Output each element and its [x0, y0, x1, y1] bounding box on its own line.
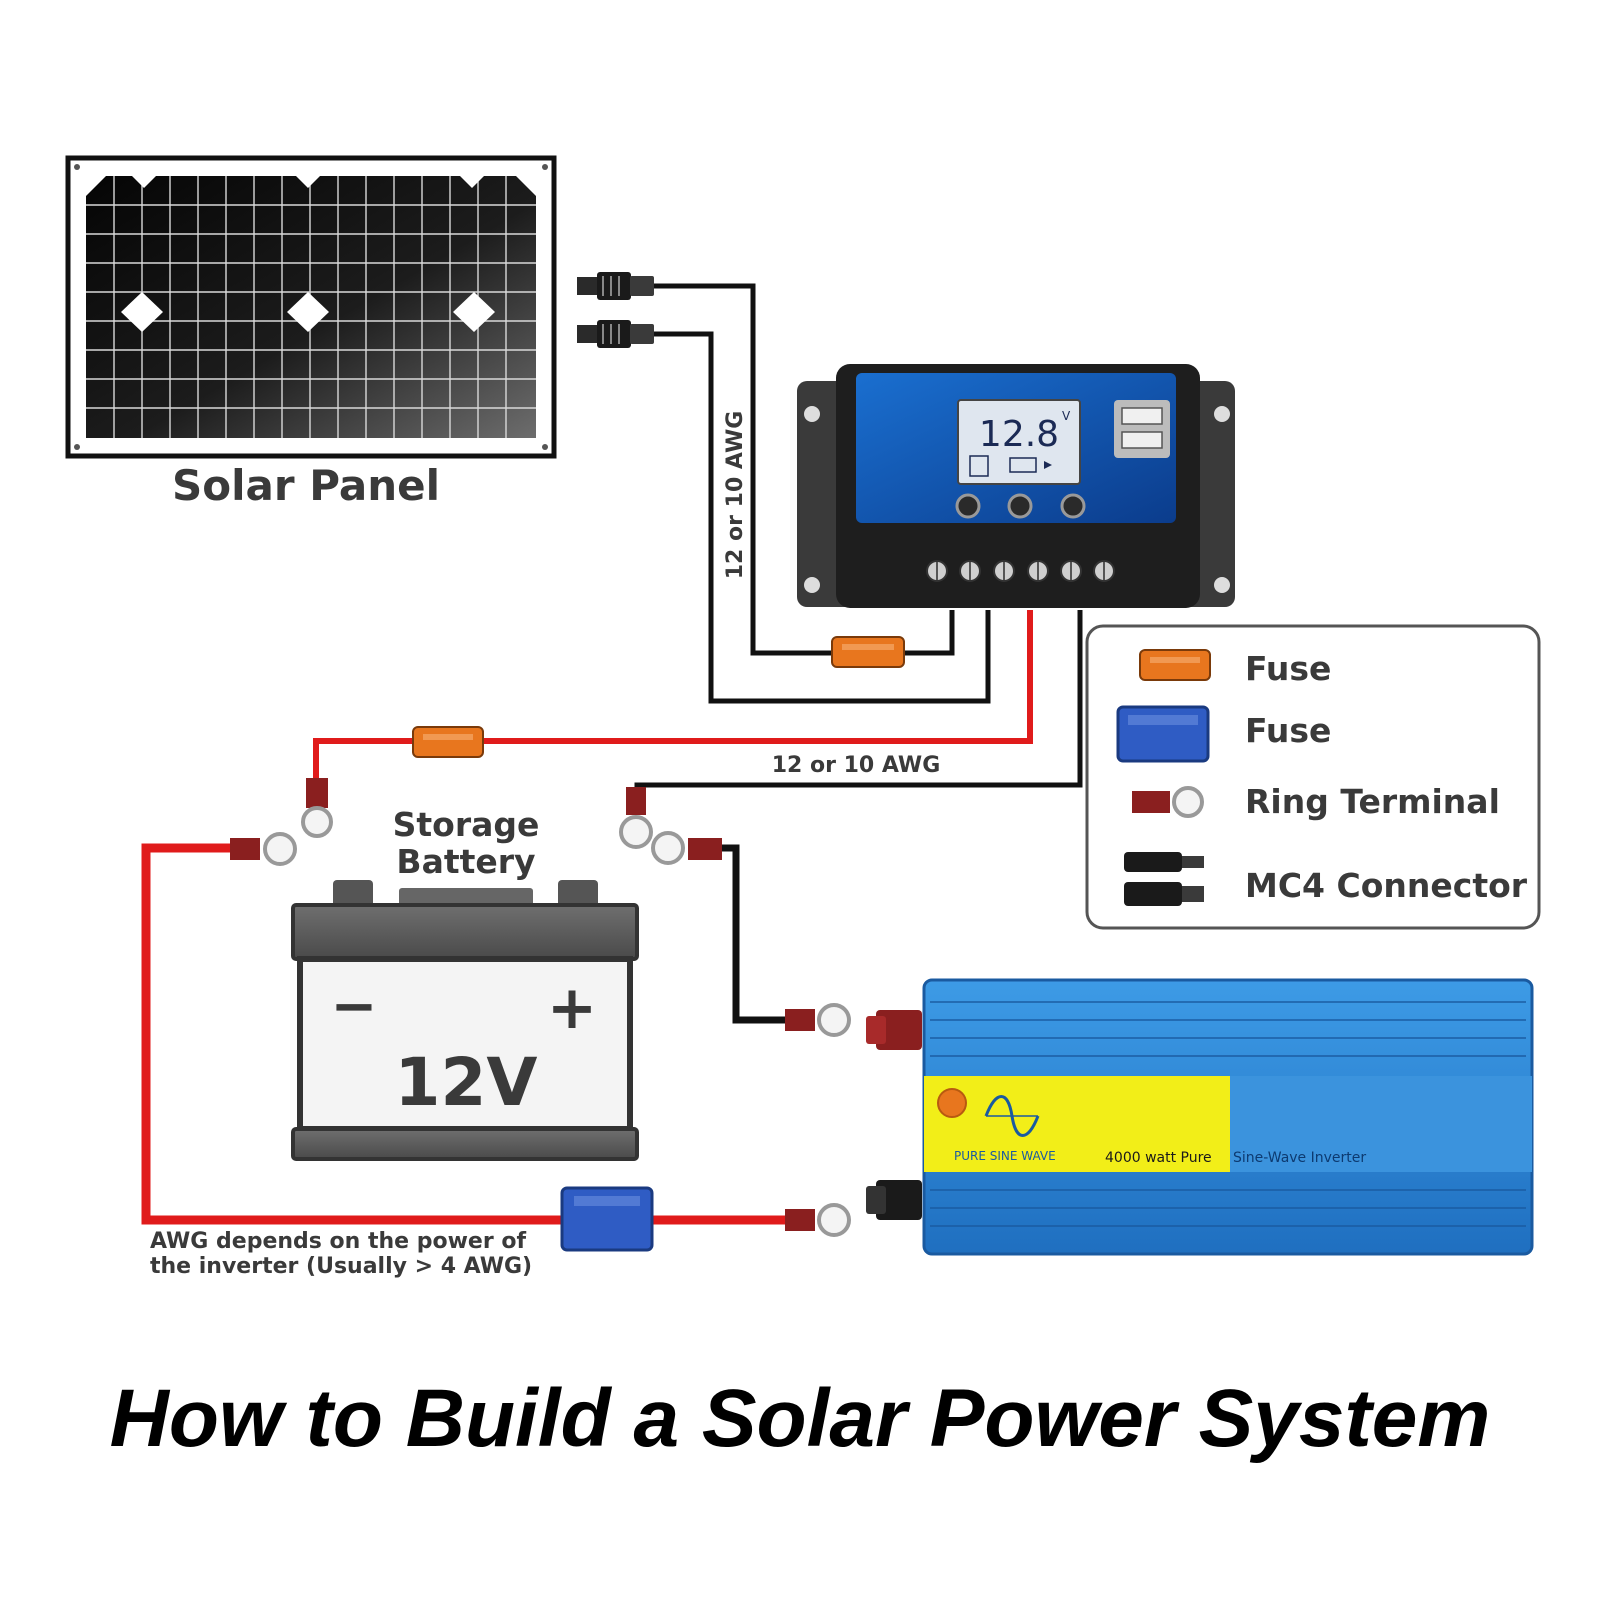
inverter-wave-label: PURE SINE WAVE — [954, 1149, 1056, 1163]
ring-terminal-black-top — [619, 787, 653, 849]
ring-terminal-inverter-negative — [785, 1003, 851, 1037]
wire-panel-negative — [654, 331, 991, 704]
solar-panel-label: Solar Panel — [172, 461, 440, 510]
legend: Fuse Fuse Ring Terminal MC4 Connector — [1085, 624, 1541, 930]
battery: − + 12V — [291, 880, 639, 1161]
orange-fuse-icon — [1139, 649, 1211, 681]
fuse-battery-positive — [412, 726, 484, 758]
awg-note-line-1: AWG depends on the power of — [150, 1229, 526, 1254]
ring-terminal-red-left — [230, 832, 297, 866]
wire-inverter-positive — [141, 843, 562, 1225]
ring-terminal-red-top — [301, 778, 333, 838]
controller-display-unit: V — [1062, 409, 1071, 423]
legend-label-fuse-orange: Fuse — [1245, 649, 1331, 688]
ring-terminal-black-right — [651, 831, 722, 865]
solar-panel — [65, 155, 557, 459]
wire-panel-fuse-out — [904, 610, 955, 656]
blue-fuse-icon — [1116, 705, 1210, 763]
wire-panel-positive — [654, 283, 832, 656]
wire-inverter-negative — [722, 844, 790, 1024]
inverter-model-label-1: 4000 watt Pure — [1105, 1150, 1212, 1166]
legend-label-ring-terminal: Ring Terminal — [1245, 782, 1500, 821]
controller-display-value: 12.8 — [979, 414, 1059, 455]
mc4-connector-icon — [1124, 852, 1204, 906]
wire-battery-positive-2 — [313, 738, 413, 790]
mc4-connector-top — [577, 272, 654, 300]
charge-controller: 12.8 V — [797, 364, 1235, 608]
inverter-model-label-2: Sine-Wave Inverter — [1233, 1150, 1366, 1166]
ring-terminals — [230, 778, 851, 1237]
legend-label-fuse-blue: Fuse — [1245, 711, 1331, 750]
battery-plus: + — [547, 973, 597, 1043]
mc4-connectors — [577, 272, 654, 348]
page-title: How to Build a Solar Power System — [110, 1373, 1491, 1464]
storage-battery-label-1: Storage — [393, 805, 540, 844]
inverter: PURE SINE WAVE 4000 watt Pure Sine-Wave … — [866, 978, 1534, 1256]
ring-terminal-icon — [1132, 786, 1204, 818]
legend-label-mc4-connector: MC4 Connector — [1245, 866, 1528, 905]
fuse-inverter — [560, 1186, 654, 1252]
awg-note-line-2: the inverter (Usually > 4 AWG) — [150, 1254, 532, 1279]
battery-minus: − — [331, 974, 378, 1039]
fuse-panel — [831, 636, 905, 668]
ring-terminal-inverter-positive — [785, 1203, 851, 1237]
storage-battery-label-2: Battery — [396, 842, 535, 881]
wire-battery-positive — [483, 610, 1033, 744]
awg-label-vertical: 12 or 10 AWG — [723, 411, 748, 580]
mc4-connector-bottom — [577, 320, 654, 348]
awg-label-horizontal: 12 or 10 AWG — [772, 753, 941, 778]
battery-voltage: 12V — [395, 1044, 538, 1121]
